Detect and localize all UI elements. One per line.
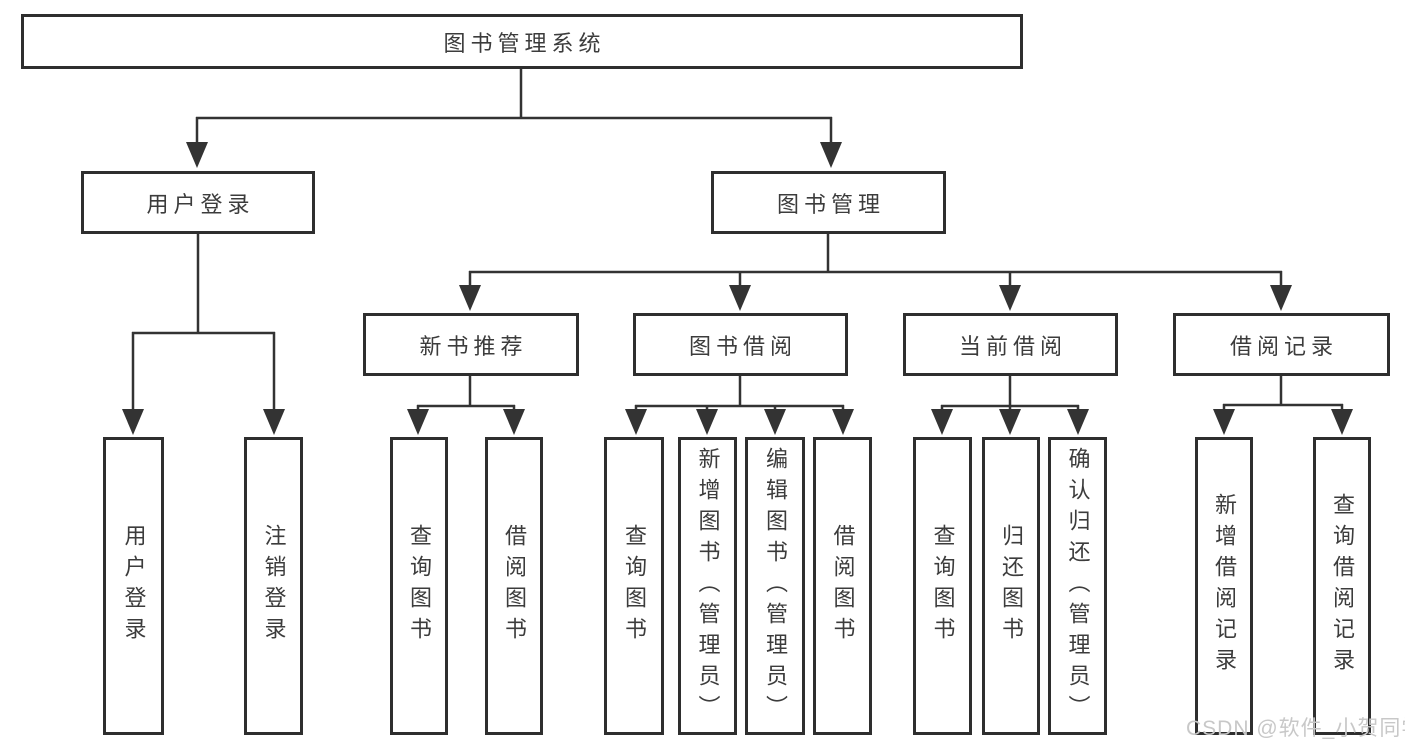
csdn-watermark: CSDN @软件_小贺同学 — [1186, 717, 1405, 740]
leaf-confirm-return-admin-label: 确认归还（管理员） — [1065, 446, 1091, 726]
node-book-borrow: 图书借阅 — [633, 313, 848, 376]
leaf-edit-book-admin-label: 编辑图书（管理员） — [763, 446, 788, 726]
leaf-logout: 注销登录 — [244, 437, 303, 735]
node-book-management: 图书管理 — [711, 171, 946, 234]
node-root: 图书管理系统 — [21, 14, 1023, 69]
node-borrow-records: 借阅记录 — [1173, 313, 1390, 376]
leaf-logout-label: 注销登录 — [261, 524, 287, 648]
leaf-query-borrow-record: 查询借阅记录 — [1313, 437, 1371, 735]
node-user-login: 用户登录 — [81, 171, 315, 234]
leaf-query-books-recommend: 查询图书 — [390, 437, 448, 735]
leaf-return-book-label: 归还图书 — [999, 524, 1024, 648]
leaf-borrow-books-label: 借阅图书 — [830, 524, 856, 648]
leaf-add-borrow-record: 新增借阅记录 — [1195, 437, 1253, 735]
leaf-borrow-books: 借阅图书 — [813, 437, 872, 735]
leaf-user-login-label: 用户登录 — [121, 524, 147, 648]
node-current-borrow: 当前借阅 — [903, 313, 1118, 376]
leaf-borrow-books-recommend-label: 借阅图书 — [502, 524, 527, 648]
leaf-add-borrow-record-label: 新增借阅记录 — [1212, 493, 1237, 679]
node-new-book-recommend: 新书推荐 — [363, 313, 579, 376]
leaf-return-book: 归还图书 — [982, 437, 1040, 735]
leaf-query-books-current-label: 查询图书 — [930, 524, 956, 648]
leaf-user-login: 用户登录 — [103, 437, 164, 735]
leaf-edit-book-admin: 编辑图书（管理员） — [745, 437, 805, 735]
leaf-query-books-borrow-label: 查询图书 — [622, 524, 647, 648]
leaf-borrow-books-recommend: 借阅图书 — [485, 437, 543, 735]
leaf-query-books-recommend-label: 查询图书 — [407, 524, 432, 648]
leaf-query-borrow-record-label: 查询借阅记录 — [1330, 493, 1355, 679]
leaf-query-books-current: 查询图书 — [913, 437, 972, 735]
leaf-query-books-borrow: 查询图书 — [604, 437, 664, 735]
leaf-add-book-admin: 新增图书（管理员） — [678, 437, 737, 735]
leaf-add-book-admin-label: 新增图书（管理员） — [695, 446, 721, 726]
leaf-confirm-return-admin: 确认归还（管理员） — [1048, 437, 1107, 735]
